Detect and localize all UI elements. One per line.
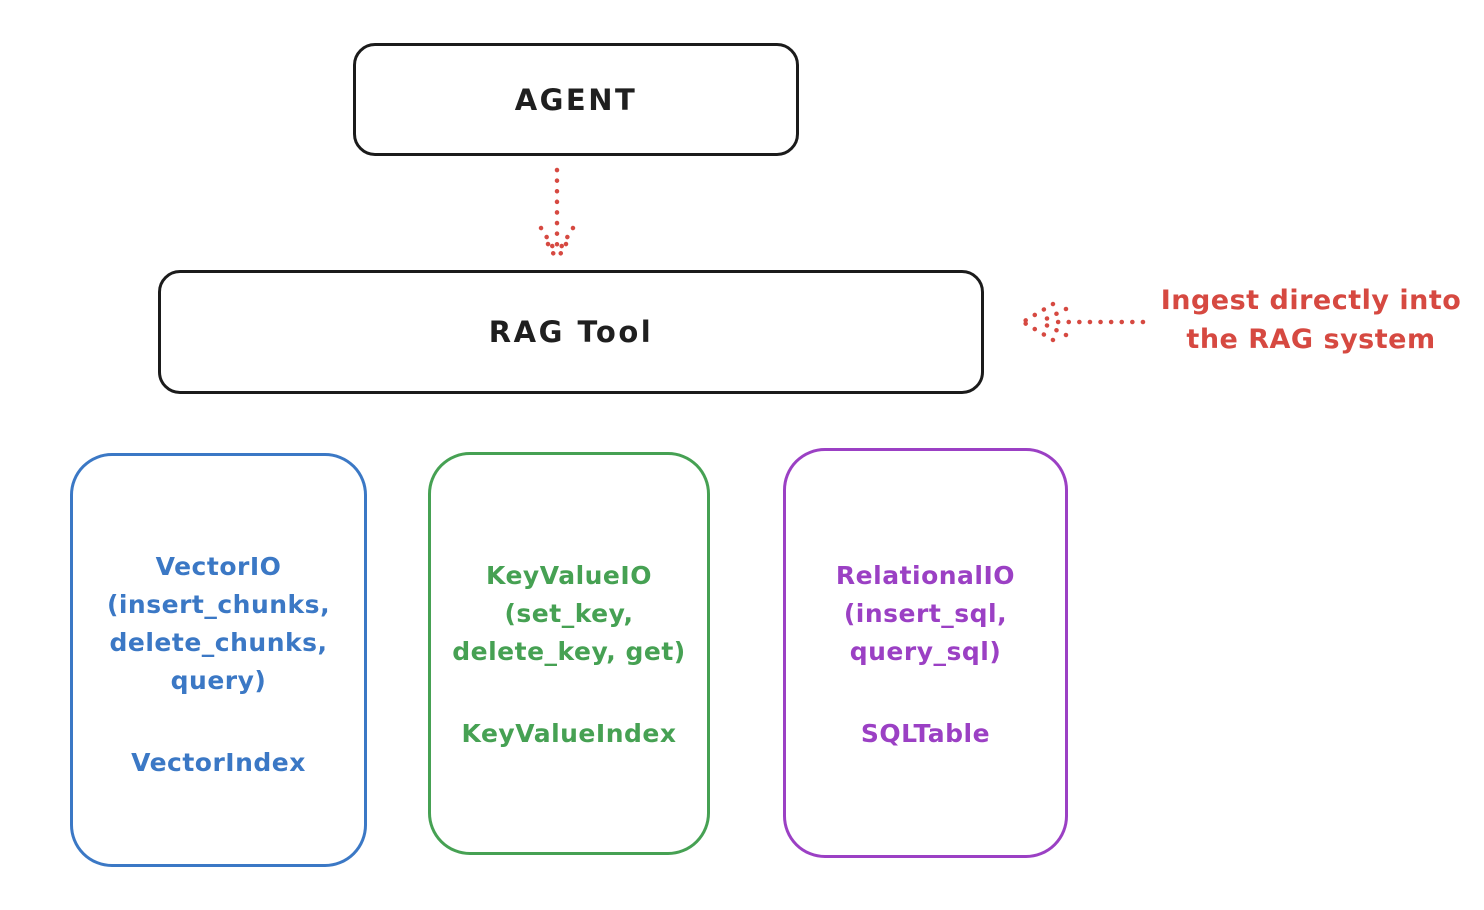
- keyvalue-index-label: KeyValueIndex: [461, 719, 677, 748]
- ingest-annotation-line-1: Ingest directly into: [1160, 285, 1462, 316]
- ingest-annotation-line-2: the RAG system: [1186, 324, 1436, 355]
- agent-node: AGENT: [353, 43, 799, 156]
- vector-index-label: VectorIndex: [131, 748, 306, 777]
- vector-io-node: VectorIO (insert_chunks, delete_chunks, …: [70, 453, 367, 867]
- sql-table-label: SQLTable: [860, 719, 991, 748]
- keyvalue-io-methods-line-2: delete_key, get): [452, 637, 686, 666]
- ingest-annotation-arrow: [1020, 301, 1146, 343]
- agent-to-ragtool-arrow: [538, 167, 576, 263]
- keyvalue-io-node: KeyValueIO (set_key, delete_key, get) Ke…: [428, 452, 710, 855]
- vector-io-methods-line-2: delete_chunks,: [109, 628, 328, 657]
- vector-io-title: VectorIO: [155, 552, 282, 581]
- vector-io-methods-line-3: query): [170, 666, 267, 695]
- rag-tool-node: RAG Tool: [158, 270, 984, 394]
- rag-tool-node-label: RAG Tool: [488, 315, 654, 349]
- relational-io-node: RelationalIO (insert_sql, query_sql) SQL…: [783, 448, 1068, 858]
- keyvalue-io-methods-line-1: (set_key,: [504, 599, 634, 628]
- ingest-annotation: Ingest directly into the RAG system: [1138, 281, 1484, 359]
- agent-node-label: AGENT: [514, 82, 638, 117]
- keyvalue-io-title: KeyValueIO: [486, 561, 652, 590]
- relational-io-methods-line-1: (insert_sql,: [843, 599, 1008, 628]
- vector-io-methods-line-1: (insert_chunks,: [106, 590, 331, 619]
- relational-io-methods-line-2: query_sql): [849, 637, 1002, 666]
- relational-io-title: RelationalIO: [835, 561, 1016, 590]
